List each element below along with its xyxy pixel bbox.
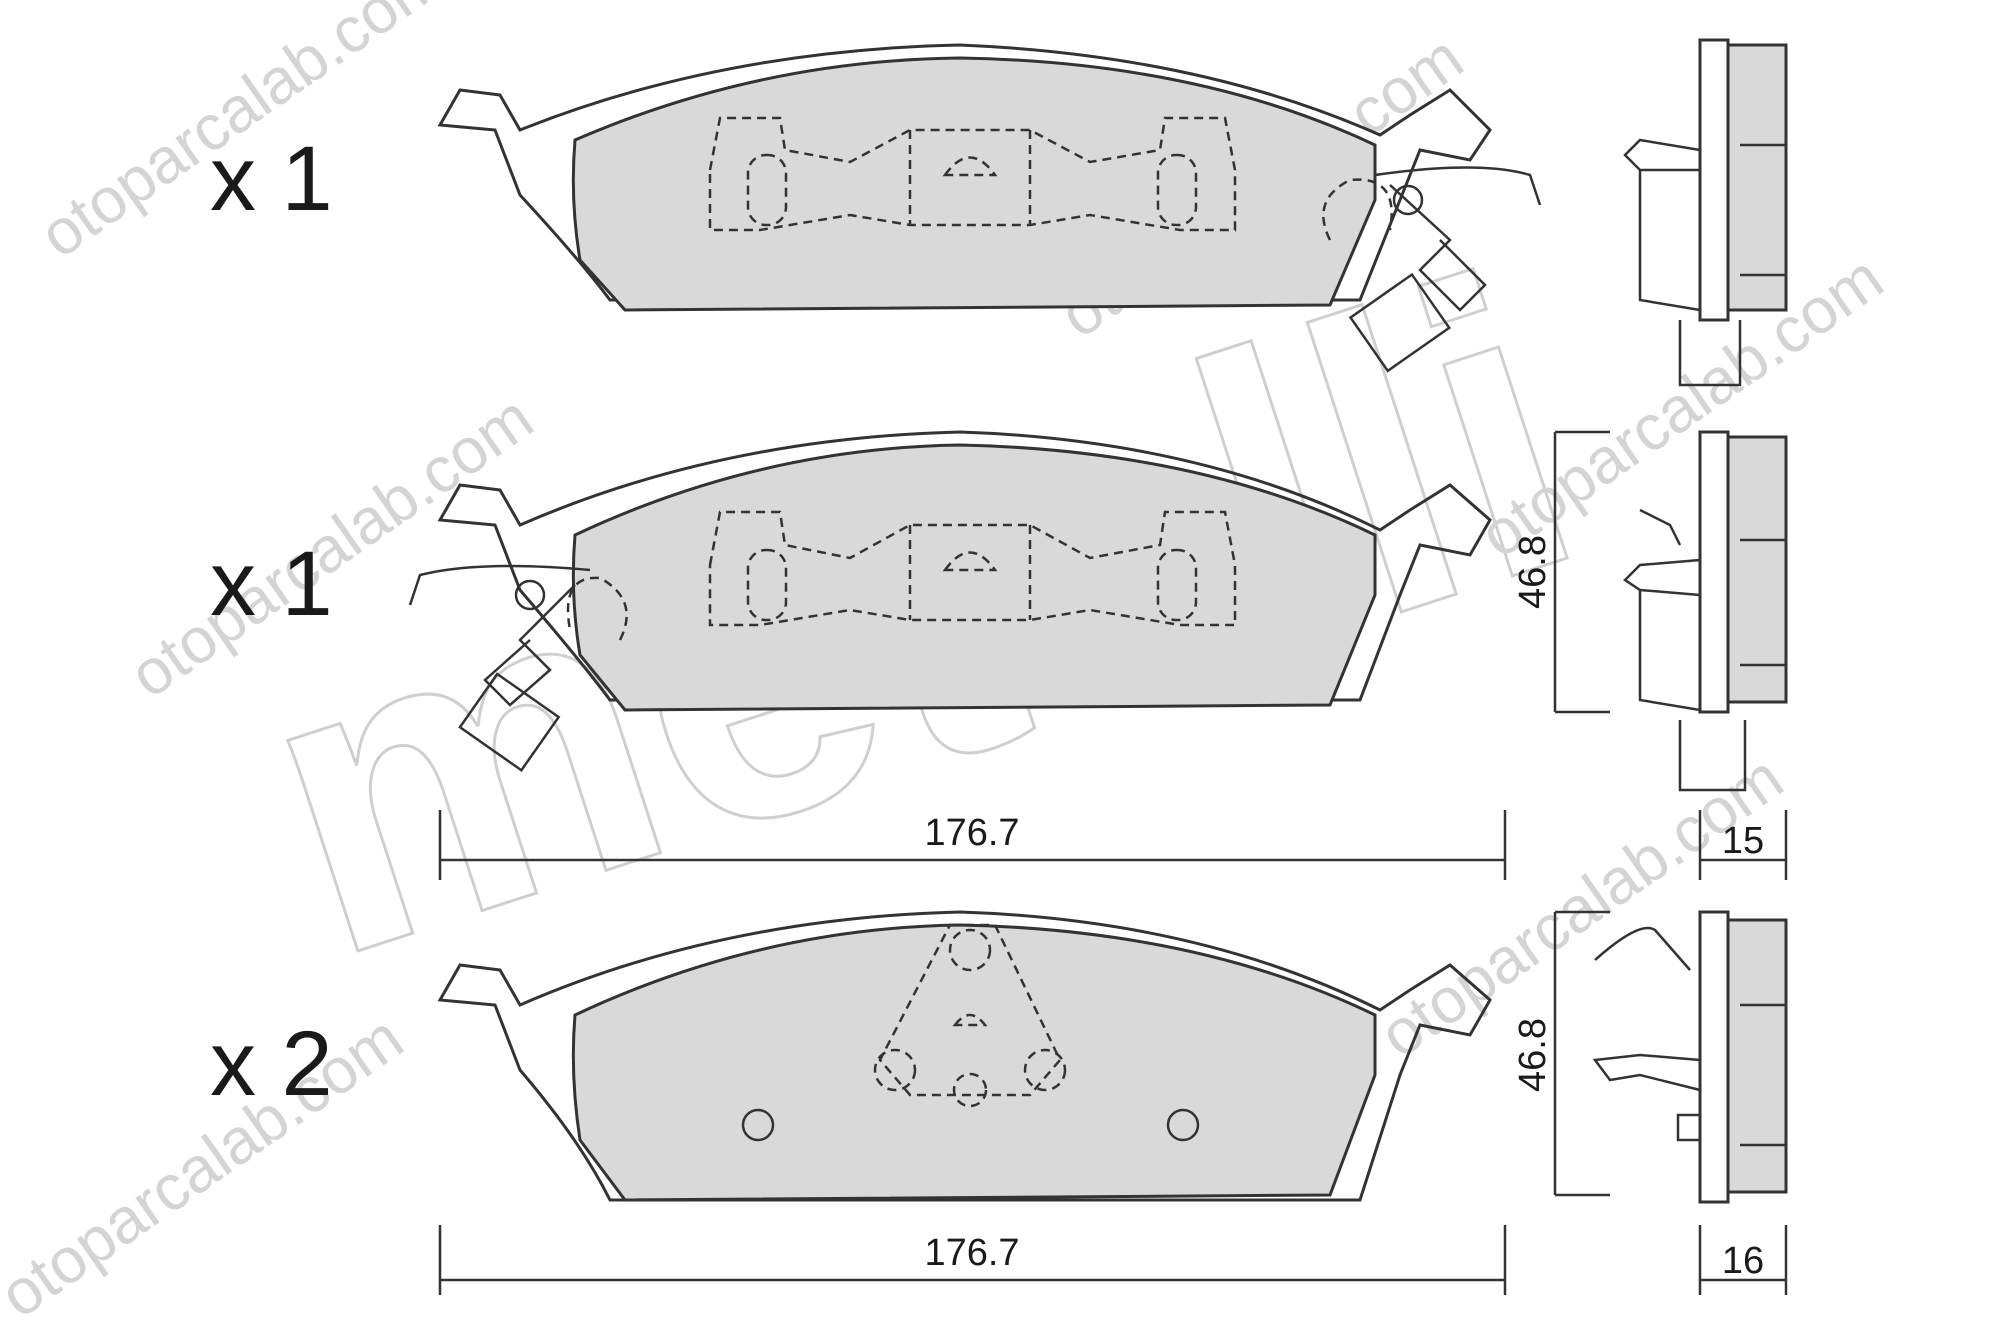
dimension-length-1: 176.7	[438, 810, 1507, 880]
wear-indicator-dot	[741, 1108, 775, 1142]
insert-slot	[1156, 548, 1198, 622]
backing-plate	[437, 430, 1492, 702]
clip-profile	[1623, 138, 1742, 387]
dimension-label: 16	[1722, 1240, 1764, 1282]
dimension-label: 176.7	[924, 1232, 1019, 1274]
dimension-length-2: 176.7	[438, 1225, 1507, 1295]
friction-layer	[1726, 918, 1788, 1194]
dimension-thickness-1: 15	[1698, 810, 1788, 880]
quantity-label-row-3: x 2	[210, 1013, 333, 1115]
wear-sensor-clip	[408, 564, 591, 707]
insert-outline	[708, 116, 1237, 232]
friction-layer	[1726, 43, 1788, 312]
friction-material	[571, 923, 1377, 1202]
wear-sensor-body	[458, 672, 561, 772]
side-view-3	[1592, 910, 1788, 1204]
dimension-label: 46.8	[1512, 535, 1554, 609]
insert-hole	[952, 1072, 988, 1108]
insert-hole	[1023, 1048, 1067, 1092]
dimension-label: 15	[1722, 820, 1764, 862]
dimension-thickness-2: 16	[1698, 1225, 1788, 1295]
insert-outline	[708, 510, 1237, 627]
dimension-label: 176.7	[924, 812, 1019, 854]
backing-plate	[437, 43, 1492, 302]
insert-slot	[746, 153, 788, 227]
brake-pad-1	[437, 43, 1542, 373]
insert-hole	[942, 551, 998, 572]
backing-plate-edge	[1698, 910, 1730, 1204]
insert-triangle	[878, 923, 1062, 1097]
clip-tab	[1676, 1113, 1702, 1142]
clip-profile	[1639, 508, 1682, 546]
clip-dashed	[1322, 178, 1393, 241]
insert-slot	[746, 548, 788, 622]
insert-hole	[952, 1013, 988, 1027]
friction-material	[571, 56, 1377, 312]
brake-pad-2	[408, 430, 1492, 772]
clip-profile	[1623, 558, 1747, 792]
side-view-2	[1623, 430, 1788, 792]
dimension-height-1: 46.8	[1512, 430, 1610, 714]
wear-sensor-body	[1348, 272, 1451, 373]
backing-plate-edge	[1698, 38, 1730, 322]
backing-plate	[437, 910, 1492, 1202]
insert-hole	[873, 1048, 917, 1092]
friction-layer	[1726, 435, 1788, 704]
quantity-label-row-1: x 1	[210, 128, 333, 230]
wear-indicator-dot	[1166, 1108, 1200, 1142]
dimension-label: 46.8	[1512, 1018, 1554, 1092]
insert-hole	[948, 928, 992, 972]
insert-hole	[942, 156, 998, 177]
wear-sensor-pin	[1392, 184, 1424, 216]
side-view-1	[1623, 38, 1788, 387]
insert-slot	[1156, 153, 1198, 227]
clip-profile	[1592, 926, 1701, 1092]
wear-sensor-pin	[514, 579, 546, 611]
backing-plate-edge	[1698, 430, 1730, 714]
clip-dashed	[566, 576, 628, 641]
wear-sensor-clip	[1374, 166, 1542, 312]
dimension-height-2: 46.8	[1512, 910, 1610, 1197]
watermark-text: otoparcalab.com	[0, 1001, 416, 1331]
brake-pad-3	[437, 910, 1492, 1202]
quantity-label-row-2: x 1	[210, 533, 333, 635]
